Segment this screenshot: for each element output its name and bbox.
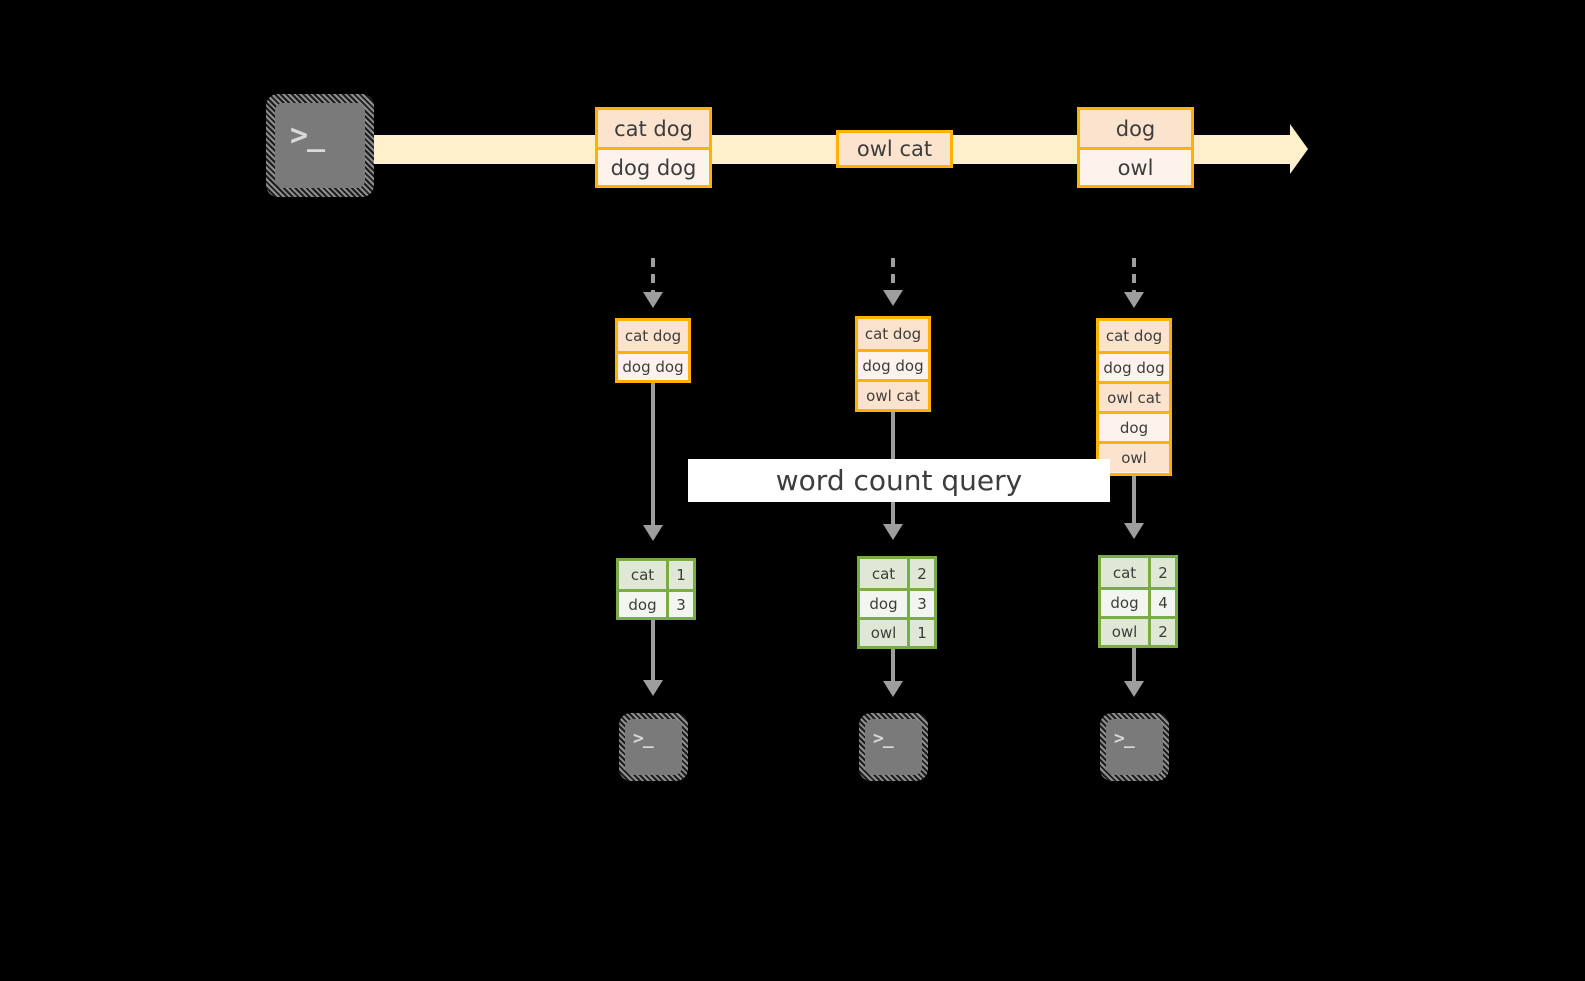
snapshot-3-sink-line <box>1132 648 1136 683</box>
snapshot-1-result-table: cat 1 dog 3 <box>616 558 696 620</box>
snapshot-1-sink-line <box>651 620 655 682</box>
result-word: owl <box>1101 619 1148 645</box>
accumulated-record: cat dog <box>1099 321 1169 351</box>
snapshot-2-query-arrow-head <box>883 524 903 540</box>
snapshot-3-query-arrow-head <box>1124 523 1144 539</box>
snapshot-1-query-arrow-head <box>643 525 663 541</box>
terminal-prompt-glyph: >_ <box>633 728 654 749</box>
source-terminal-icon: >_ <box>266 94 374 197</box>
result-count: 2 <box>907 559 934 588</box>
result-count: 3 <box>666 592 693 617</box>
accumulated-record: owl <box>1099 441 1169 472</box>
snapshot-3-result-table: cat 2 dog 4 owl 2 <box>1098 555 1178 648</box>
result-word: dog <box>860 591 907 617</box>
snapshot-1-sink-arrow-head <box>643 680 663 696</box>
result-count: 4 <box>1148 590 1175 616</box>
stream-group-2: owl cat <box>836 130 953 168</box>
result-row: cat 2 <box>860 559 934 588</box>
snapshot-2-dashed-arrow-head <box>883 290 903 306</box>
result-count: 1 <box>907 620 934 646</box>
stream-record: owl <box>1080 147 1191 185</box>
snapshot-1-dashed-arrow-line <box>651 258 655 294</box>
result-word: cat <box>1101 558 1148 587</box>
stream-record: cat dog <box>598 110 709 147</box>
snapshot-2-sink-arrow-head <box>883 681 903 697</box>
accumulated-record: dog <box>1099 411 1169 441</box>
terminal-body <box>625 719 682 775</box>
snapshot-3-query-line <box>1132 476 1136 525</box>
result-count: 1 <box>666 561 693 589</box>
accumulated-record: owl cat <box>858 379 928 409</box>
snapshot-3-accumulated-records: cat dog dog dog owl cat dog owl <box>1096 318 1172 476</box>
snapshot-1-query-line <box>651 383 655 527</box>
snapshot-1-accumulated-records: cat dog dog dog <box>615 318 691 383</box>
snapshot-2-result-table: cat 2 dog 3 owl 1 <box>857 556 937 649</box>
terminal-prompt-glyph: >_ <box>1114 728 1135 749</box>
result-row: dog 4 <box>1101 587 1175 616</box>
result-row: owl 2 <box>1101 616 1175 645</box>
result-row: owl 1 <box>860 617 934 646</box>
terminal-body <box>865 719 922 775</box>
query-banner: word count query <box>688 459 1110 502</box>
snapshot-1-sink-terminal-icon: >_ <box>619 713 688 781</box>
terminal-body <box>1106 719 1163 775</box>
snapshot-2-dashed-arrow-line <box>891 258 895 292</box>
result-word: cat <box>860 559 907 588</box>
result-row: cat 1 <box>619 561 693 589</box>
result-count: 2 <box>1148 558 1175 587</box>
query-banner-label: word count query <box>775 464 1023 497</box>
terminal-prompt-glyph: >_ <box>290 118 325 153</box>
stream-group-1: cat dog dog dog <box>595 107 712 188</box>
stream-record: owl cat <box>839 133 950 165</box>
result-row: cat 2 <box>1101 558 1175 587</box>
result-word: cat <box>619 561 666 589</box>
terminal-body <box>275 103 365 188</box>
stream-group-3: dog owl <box>1077 107 1194 188</box>
snapshot-3-sink-terminal-icon: >_ <box>1100 713 1169 781</box>
result-count: 2 <box>1148 619 1175 645</box>
accumulated-record: dog dog <box>618 351 688 380</box>
result-row: dog 3 <box>860 588 934 617</box>
stream-arrow-head <box>1290 124 1308 174</box>
snapshot-1-dashed-arrow-head <box>643 292 663 308</box>
result-row: dog 3 <box>619 589 693 617</box>
snapshot-2-sink-terminal-icon: >_ <box>859 713 928 781</box>
accumulated-record: owl cat <box>1099 381 1169 411</box>
result-count: 3 <box>907 591 934 617</box>
accumulated-record: cat dog <box>858 319 928 349</box>
result-word: owl <box>860 620 907 646</box>
accumulated-record: dog dog <box>1099 351 1169 381</box>
stream-record: dog <box>1080 110 1191 147</box>
snapshot-2-sink-line <box>891 649 895 683</box>
result-word: dog <box>1101 590 1148 616</box>
snapshot-3-sink-arrow-head <box>1124 681 1144 697</box>
terminal-prompt-glyph: >_ <box>873 728 894 749</box>
snapshot-3-dashed-arrow-head <box>1124 292 1144 308</box>
stream-record: dog dog <box>598 147 709 185</box>
accumulated-record: dog dog <box>858 349 928 379</box>
snapshot-3-dashed-arrow-line <box>1132 258 1136 294</box>
snapshot-2-accumulated-records: cat dog dog dog owl cat <box>855 316 931 412</box>
accumulated-record: cat dog <box>618 321 688 351</box>
result-word: dog <box>619 592 666 617</box>
